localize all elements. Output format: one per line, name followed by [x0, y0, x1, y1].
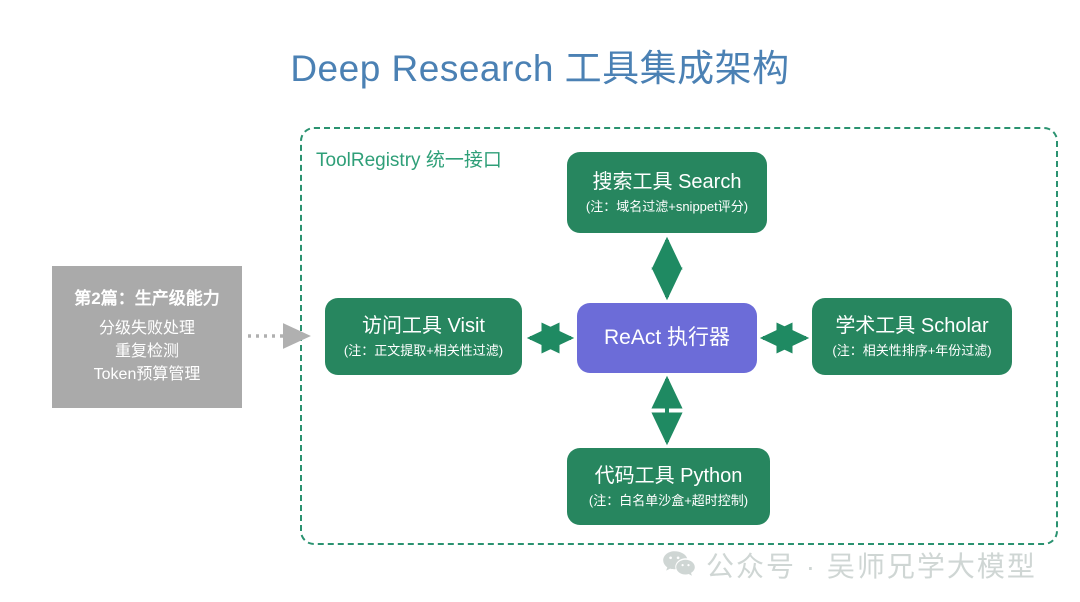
side-panel-production-capability: 第2篇：生产级能力 分级失败处理 重复检测 Token预算管理: [52, 266, 242, 408]
side-panel-item: 分级失败处理: [98, 319, 195, 337]
node-scholar-title: 学术工具 Scholar: [835, 314, 989, 337]
node-react-executor[interactable]: ReAct 执行器: [577, 303, 757, 373]
node-visit-tool[interactable]: 访问工具 Visit (注：正文提取+相关性过滤): [325, 298, 522, 375]
node-search-note: (注：域名过滤+snippet评分): [585, 198, 749, 214]
node-visit-note: (注：正文提取+相关性过滤): [343, 342, 504, 358]
node-scholar-note: (注：相关性排序+年份过滤): [832, 342, 992, 358]
side-panel-heading: 第2篇：生产级能力: [74, 288, 220, 308]
page-title: Deep Research 工具集成架构: [290, 48, 790, 89]
node-search-title: 搜索工具 Search: [592, 170, 742, 193]
node-react-executor-title: ReAct 执行器: [603, 325, 731, 349]
node-python-title: 代码工具 Python: [594, 464, 743, 487]
node-python-note: (注：白名单沙盒+超时控制): [588, 492, 749, 508]
watermark-text: 公众号 · 吴师兄学大模型: [706, 551, 1037, 582]
node-scholar-tool[interactable]: 学术工具 Scholar (注：相关性排序+年份过滤): [812, 298, 1012, 375]
side-panel-item: 重复检测: [114, 342, 179, 360]
node-python-tool[interactable]: 代码工具 Python (注：白名单沙盒+超时控制): [567, 448, 770, 525]
side-panel-item: Token预算管理: [93, 366, 201, 384]
node-visit-title: 访问工具 Visit: [362, 314, 485, 337]
wechat-icon: [663, 551, 695, 576]
node-search-tool[interactable]: 搜索工具 Search (注：域名过滤+snippet评分): [567, 152, 767, 233]
toolregistry-label: ToolRegistry 统一接口: [316, 150, 502, 171]
watermark: 公众号 · 吴师兄学大模型: [662, 545, 1037, 585]
